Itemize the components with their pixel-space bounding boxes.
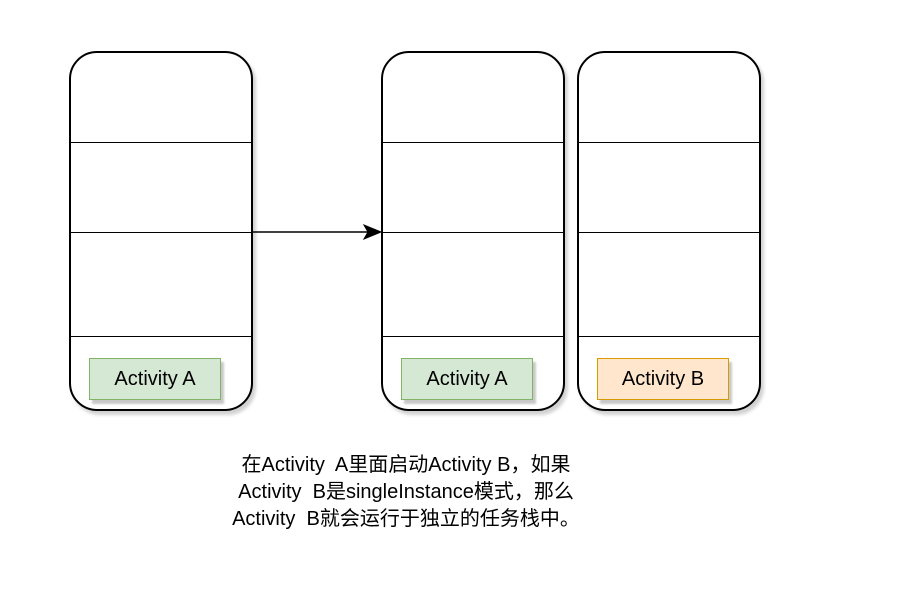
caption: 在Activity A里面启动Activity B，如果 Activity B是… xyxy=(150,452,662,533)
stack-divider xyxy=(71,232,251,233)
activity-a-box: Activity A xyxy=(89,358,221,400)
caption-line: 在Activity A里面启动Activity B，如果 xyxy=(241,454,571,476)
stack-divider xyxy=(383,336,563,337)
stack-divider xyxy=(383,142,563,143)
stack-divider xyxy=(71,336,251,337)
activity-b-box: Activity B xyxy=(597,358,729,400)
stack-divider xyxy=(579,336,759,337)
caption-line: Activity B就会运行于独立的任务栈中。 xyxy=(232,508,580,530)
stack-divider xyxy=(71,142,251,143)
caption-line: Activity B是singleInstance模式，那么 xyxy=(238,481,574,503)
stack-divider xyxy=(579,232,759,233)
activity-a-box: Activity A xyxy=(401,358,533,400)
stack-divider xyxy=(383,232,563,233)
stack-divider xyxy=(579,142,759,143)
task-stack-a: Activity A xyxy=(381,51,565,411)
task-stack-b: Activity B xyxy=(577,51,761,411)
task-stack-original: Activity A xyxy=(69,51,253,411)
